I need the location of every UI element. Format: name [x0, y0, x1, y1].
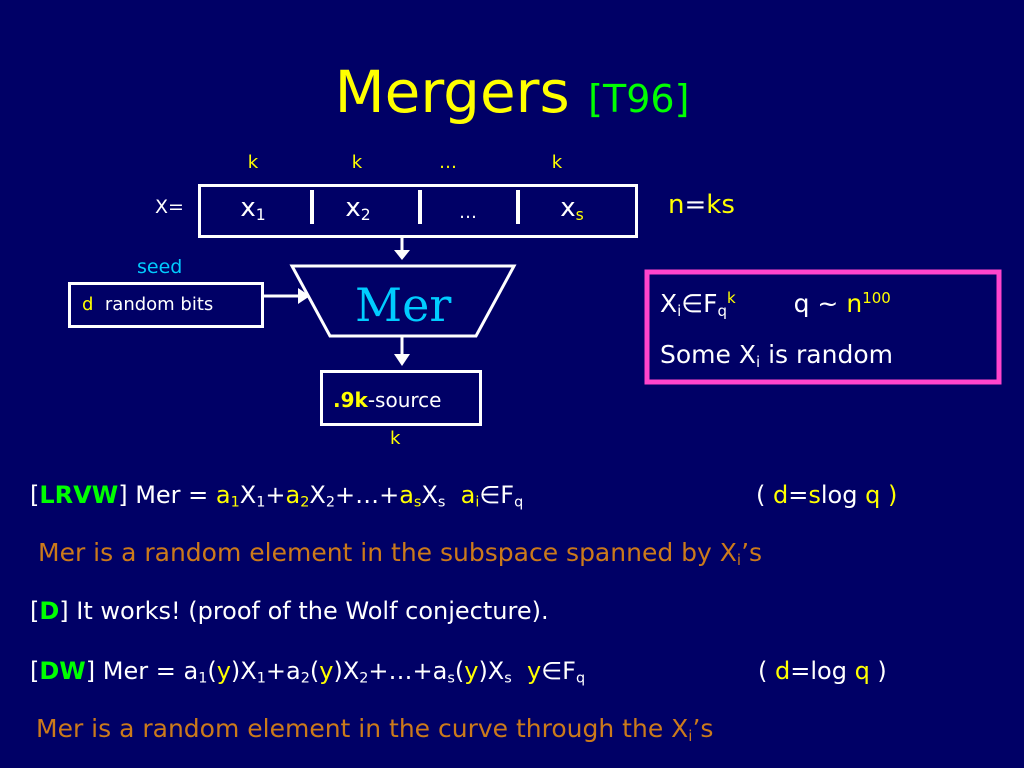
title-reference: [T96] — [588, 77, 690, 121]
slide-title: Mergers [T96] — [0, 50, 1024, 141]
seed-label: seed — [137, 256, 183, 278]
pink-box — [644, 269, 1002, 385]
dw-explanation: Mer is a random element in the curve thr… — [36, 714, 714, 745]
cell-x1: x1 — [240, 193, 266, 224]
arrow-down-icon — [394, 250, 410, 260]
d-line: [D] It works! (proof of the Wolf conject… — [30, 597, 549, 625]
pink-box-line-2: Some Xi is random — [660, 340, 893, 371]
k-label-dots: … — [439, 152, 457, 173]
cell-separator — [418, 190, 422, 224]
k-label-1: k — [247, 152, 259, 173]
x-equals-label: X= — [155, 196, 184, 218]
output-box — [320, 370, 482, 426]
cell-dots: … — [459, 202, 477, 223]
title-main: Mergers — [334, 58, 570, 126]
k-label-2: k — [351, 152, 363, 173]
output-k-label: k — [390, 428, 401, 449]
lrvw-line: [LRVW] Mer = a1X1+a2X2+…+asXs ai∈Fq — [30, 481, 524, 511]
seed-box-text: d random bits — [82, 294, 214, 315]
input-source-box — [198, 184, 638, 238]
seed-box — [68, 282, 264, 328]
arrow-down-icon — [394, 354, 410, 366]
dw-seed-length: ( d=log q ) — [758, 657, 887, 685]
merger-label: Mer — [355, 278, 452, 332]
pink-box-line-1: Xi∈Fqk q ~ n100 — [660, 289, 891, 320]
output-box-text: .9k-source — [333, 388, 442, 412]
cell-separator — [310, 190, 314, 224]
k-label-s: k — [551, 152, 563, 173]
n-equals-ks: n=ks — [668, 190, 735, 220]
arrow-right-icon — [298, 288, 310, 304]
cell-x2: x2 — [345, 193, 371, 224]
cell-xs: xs — [560, 193, 584, 224]
lrvw-explanation: Mer is a random element in the subspace … — [38, 538, 763, 569]
lrvw-seed-length: ( d=slog q ) — [756, 481, 898, 509]
merger-trapezoid — [289, 264, 517, 338]
dw-line: [DW] Mer = a1(y)X1+a2(y)X2+…+as(y)Xs y∈F… — [30, 657, 586, 687]
cell-separator — [516, 190, 520, 224]
